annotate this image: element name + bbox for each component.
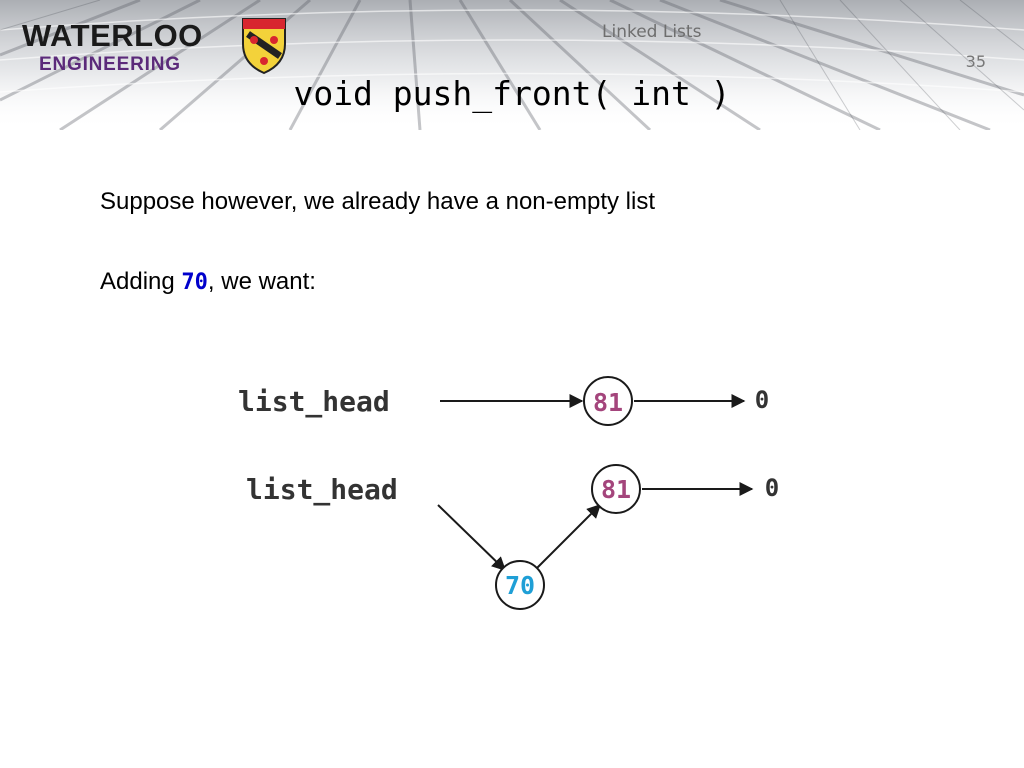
logo-wordmark: WATERLOO	[22, 18, 203, 53]
row2-node-81-value: 81	[601, 475, 631, 504]
slide-title: void push_front( int )	[293, 74, 731, 113]
row1-node-81: 81	[583, 376, 633, 426]
row2-node-70: 70	[495, 560, 545, 610]
row2-node-81: 81	[591, 464, 641, 514]
section-title: Linked Lists	[602, 22, 702, 42]
row2-head-arrow	[437, 504, 507, 571]
row1-node-81-value: 81	[593, 388, 623, 417]
row2-node70-next-arrow	[536, 504, 601, 569]
row2-null-terminator: 0	[765, 474, 779, 502]
inline-code-value: 70	[181, 270, 208, 295]
row2-node-70-value: 70	[505, 571, 535, 600]
row2-head-label: list_head	[246, 473, 398, 506]
waterloo-engineering-logo: WATERLOO ENGINEERING	[22, 18, 292, 82]
body-text-suffix: , we want:	[207, 268, 316, 295]
row1-head-label: list_head	[238, 385, 390, 418]
university-crest-icon	[242, 18, 286, 75]
row1-null-terminator: 0	[755, 386, 769, 414]
body-text-line-1: Suppose however, we already have a non-e…	[100, 188, 655, 215]
header-background	[0, 0, 1024, 130]
glass-roof-graphic	[0, 0, 1024, 130]
logo-subtitle: ENGINEERING	[39, 54, 181, 75]
slide-number: 35	[965, 52, 986, 71]
body-text-line-2: Adding 70, we want:	[100, 268, 316, 296]
body-text-prefix: Adding	[100, 268, 182, 295]
